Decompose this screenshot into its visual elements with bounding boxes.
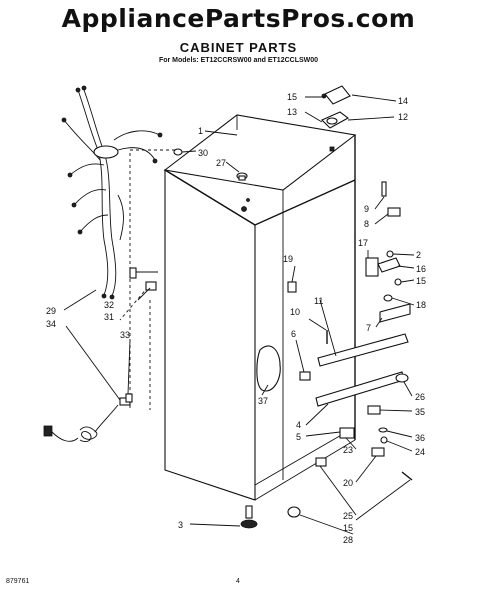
callout-4: 4 (296, 420, 301, 430)
callout-32: 32 (104, 300, 114, 310)
callout-11: 11 (314, 296, 323, 306)
callout-18: 18 (416, 300, 426, 310)
callout-3: 3 (178, 520, 183, 530)
callout-labels: 1 30 27 15 14 13 12 9 8 19 17 2 16 15 18… (46, 92, 426, 545)
callout-15-top: 15 (287, 92, 297, 102)
callout-12: 12 (398, 112, 408, 122)
callout-35: 35 (415, 407, 425, 417)
callout-16: 16 (416, 264, 426, 274)
callout-14: 14 (398, 96, 408, 106)
model-subtitle: For Models: ET12CCRSW00 and ET12CCLSW00 (158, 57, 319, 64)
power-cord (43, 397, 131, 443)
callout-20: 20 (343, 478, 353, 488)
diagram-code: 879761 (6, 578, 30, 585)
callout-13: 13 (287, 107, 297, 117)
callout-10: 10 (290, 307, 300, 317)
diagram-title: CABINET PARTS (179, 40, 298, 55)
callout-9: 9 (364, 204, 369, 214)
callout-28: 28 (343, 535, 353, 545)
callout-7: 7 (366, 323, 371, 333)
callout-25: 25 (343, 511, 353, 521)
callout-36: 36 (415, 433, 425, 443)
callout-8: 8 (364, 219, 369, 229)
callout-19: 19 (283, 254, 293, 264)
watermark: AppliancePartsPros.com (61, 4, 416, 33)
callout-29: 29 (46, 306, 56, 316)
callout-24: 24 (415, 447, 425, 457)
cabinet-body (163, 114, 357, 501)
callout-30: 30 (198, 148, 208, 158)
callout-2: 2 (416, 250, 421, 260)
callout-27: 27 (216, 158, 226, 168)
callout-26: 26 (415, 392, 425, 402)
callout-1: 1 (198, 126, 203, 136)
leader-lines (63, 94, 415, 535)
callout-23: 23 (343, 445, 353, 455)
wiring-harness (61, 85, 163, 300)
guide-lines (119, 149, 175, 410)
callout-15-bot: 15 (343, 523, 353, 533)
callout-5: 5 (296, 432, 301, 442)
callout-31: 31 (104, 312, 114, 322)
callout-34: 34 (46, 319, 56, 329)
page-number: 4 (236, 578, 240, 585)
callout-6: 6 (291, 329, 296, 339)
callout-15-mid: 15 (416, 276, 426, 286)
callout-33: 33 (120, 330, 130, 340)
callout-17: 17 (358, 238, 368, 248)
callout-37: 37 (258, 396, 268, 406)
